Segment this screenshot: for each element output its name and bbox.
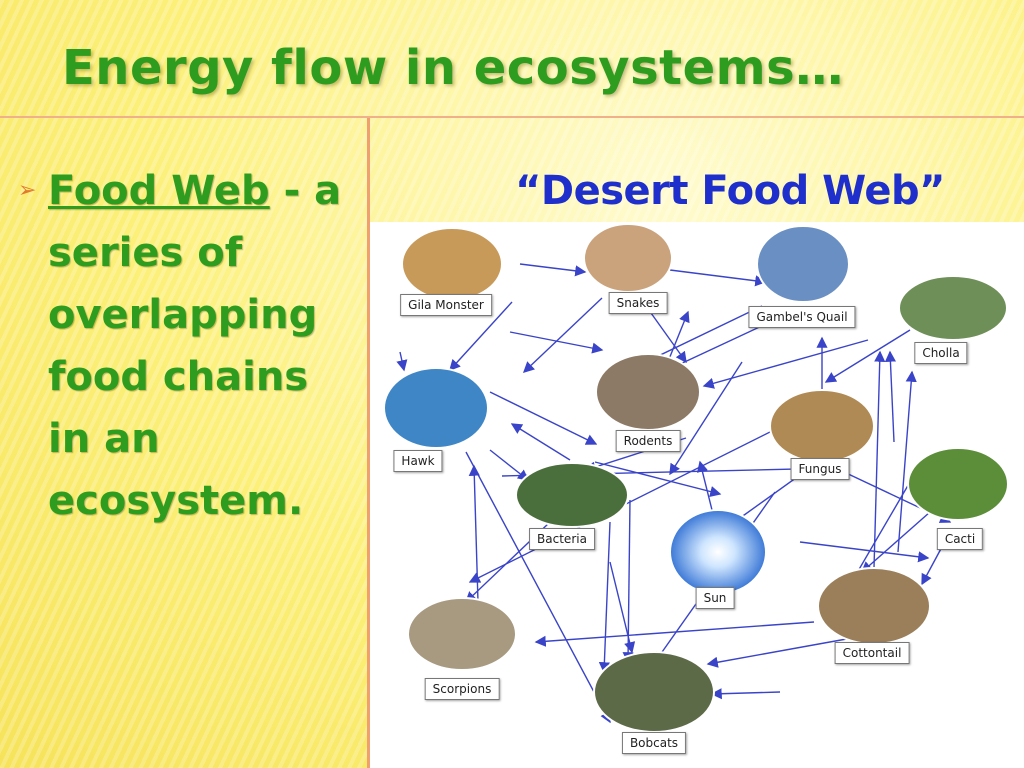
node-label-cholla: Cholla	[914, 342, 968, 364]
food-web-arrow	[669, 361, 743, 476]
food-web-arrow	[594, 461, 722, 497]
node-label-rodents: Rodents	[615, 430, 681, 452]
food-web-arrow	[534, 621, 815, 647]
node-label-cacti: Cacti	[936, 528, 984, 550]
food-web-arrow	[510, 423, 571, 461]
food-web-svg	[383, 223, 1009, 733]
slide-title: Energy flow in ecosystems…	[62, 40, 844, 96]
food-web-arrow	[522, 297, 603, 373]
column-divider	[367, 118, 370, 768]
node-label-scorpions: Scorpions	[424, 678, 500, 700]
node-label-cottontail: Cottontail	[834, 642, 910, 664]
food-web-arrow	[598, 521, 611, 674]
food-web-arrow	[468, 464, 480, 603]
bacteria-photo-icon	[515, 462, 629, 528]
food-web-arrow	[669, 269, 767, 287]
food-web-arrow	[465, 451, 611, 724]
food-web-arrow	[696, 460, 713, 511]
barrel-cactus-photo-icon	[907, 447, 1009, 521]
diagram-title: “Desert Food Web”	[515, 168, 945, 214]
food-web-arrow	[873, 350, 886, 569]
node-label-gila: Gila Monster	[400, 294, 492, 316]
node-label-snakes: Snakes	[608, 292, 668, 314]
food-web-arrow	[489, 391, 598, 445]
food-web-arrow	[710, 688, 781, 700]
node-label-sun: Sun	[695, 587, 735, 609]
node-label-fungus: Fungus	[790, 458, 850, 480]
hawk-photo-icon	[383, 367, 489, 449]
bullet-definition: a series of overlapping food chains in a…	[48, 168, 342, 524]
food-web-arrow	[509, 331, 604, 354]
fungus-photo-icon	[769, 389, 875, 463]
bullet-point: ➢ Food Web - a series of overlapping foo…	[18, 160, 363, 532]
food-web-arrow	[799, 541, 930, 563]
food-web-arrow	[706, 637, 853, 668]
bullet-arrow-icon: ➢	[18, 178, 37, 203]
gila-monster-photo-icon	[401, 227, 503, 301]
food-web-arrow	[609, 561, 636, 654]
food-web-arrow	[519, 263, 587, 277]
cholla-cactus-photo-icon	[898, 275, 1008, 341]
food-web-arrow	[396, 351, 408, 372]
node-label-hawk: Hawk	[393, 450, 443, 472]
node-label-quail: Gambel's Quail	[748, 306, 856, 328]
rodents-photo-icon	[595, 353, 701, 431]
food-web-arrow	[489, 449, 530, 481]
quail-photo-icon	[756, 225, 850, 303]
cottontail-photo-icon	[817, 567, 931, 645]
food-web-arrow	[860, 511, 931, 573]
bullet-text: Food Web - a series of overlapping food …	[48, 160, 363, 532]
sun-photo-icon	[669, 509, 767, 595]
title-divider	[0, 116, 1024, 118]
food-web-arrow	[449, 301, 513, 372]
scorpion-photo-icon	[407, 597, 517, 671]
food-web-arrow	[645, 305, 687, 364]
node-label-bacteria: Bacteria	[529, 528, 595, 550]
food-web-arrow	[884, 350, 897, 443]
bullet-term: Food Web	[48, 168, 270, 214]
food-web-arrow	[824, 329, 911, 383]
bullet-dash: -	[269, 168, 301, 214]
food-web-arrow	[702, 339, 869, 389]
snake-photo-icon	[583, 223, 673, 293]
food-web-arrow	[897, 370, 917, 553]
node-label-bobcats: Bobcats	[621, 732, 687, 754]
bobcat-photo-icon	[593, 651, 715, 733]
